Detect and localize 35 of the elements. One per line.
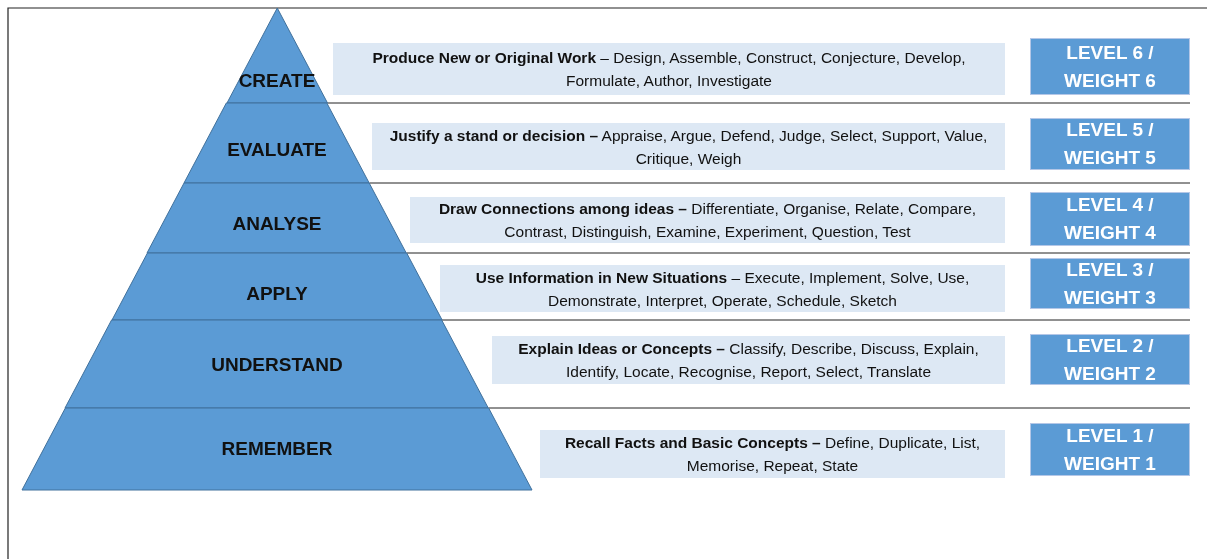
tier-label: CREATE <box>237 70 317 92</box>
tier-label: REMEMBER <box>220 438 334 460</box>
description-panel <box>492 336 1005 384</box>
tier-label: UNDERSTAND <box>210 354 344 376</box>
description-panel <box>440 265 1005 312</box>
description-panel <box>540 430 1005 478</box>
description-text: Explain Ideas or Concepts – Classify, Describe, Discuss, Explain, Identify, Locate, Recognise, Report, Select, Translate <box>517 339 980 382</box>
level-label: LEVEL 5 / WEIGHT 5 <box>1063 118 1157 170</box>
level-label: LEVEL 3 / WEIGHT 3 <box>1063 257 1157 310</box>
description-text: Draw Connections among ideas – Differentiate, Organise, Relate, Compare, Contrast, Distinguish, Examine, Experiment, Question, Test <box>437 199 978 242</box>
tier-label: ANALYSE <box>231 213 323 235</box>
level-badge <box>1030 334 1190 385</box>
pyramid-tier <box>226 8 328 103</box>
level-label: LEVEL 1 / WEIGHT 1 <box>1063 423 1157 476</box>
description-text: Use Information in New Situations – Execute, Implement, Solve, Use, Demonstrate, Interpret, Operate, Schedule, Sketch <box>474 267 971 311</box>
level-badge <box>1030 192 1190 246</box>
tier-label: APPLY <box>245 283 309 305</box>
pyramid-tier <box>22 408 532 490</box>
level-badge <box>1030 258 1190 309</box>
pyramid-tier <box>184 103 370 183</box>
description-text: Recall Facts and Basic Concepts – Define, Duplicate, List, Memorise, Repeat, State <box>563 433 982 476</box>
level-label: LEVEL 4 / WEIGHT 4 <box>1063 193 1157 245</box>
pyramid-tier <box>65 320 489 408</box>
tier-label: EVALUATE <box>226 139 328 161</box>
pyramid-tier <box>111 253 443 320</box>
level-badge <box>1030 118 1190 170</box>
description-panel <box>333 43 1005 95</box>
pyramid-tier <box>147 183 407 253</box>
level-label: LEVEL 6 / WEIGHT 6 <box>1063 40 1157 93</box>
level-label: LEVEL 2 / WEIGHT 2 <box>1063 333 1157 386</box>
description-text: Produce New or Original Work – Design, Assemble, Construct, Conjecture, Develop, Formulate, Author, Investigate <box>371 48 967 91</box>
level-badge <box>1030 423 1190 476</box>
description-panel <box>410 197 1005 243</box>
description-text: Justify a stand or decision – Appraise, Argue, Defend, Judge, Select, Support, Value, Critique, Weigh <box>388 125 989 169</box>
level-badge <box>1030 38 1190 95</box>
